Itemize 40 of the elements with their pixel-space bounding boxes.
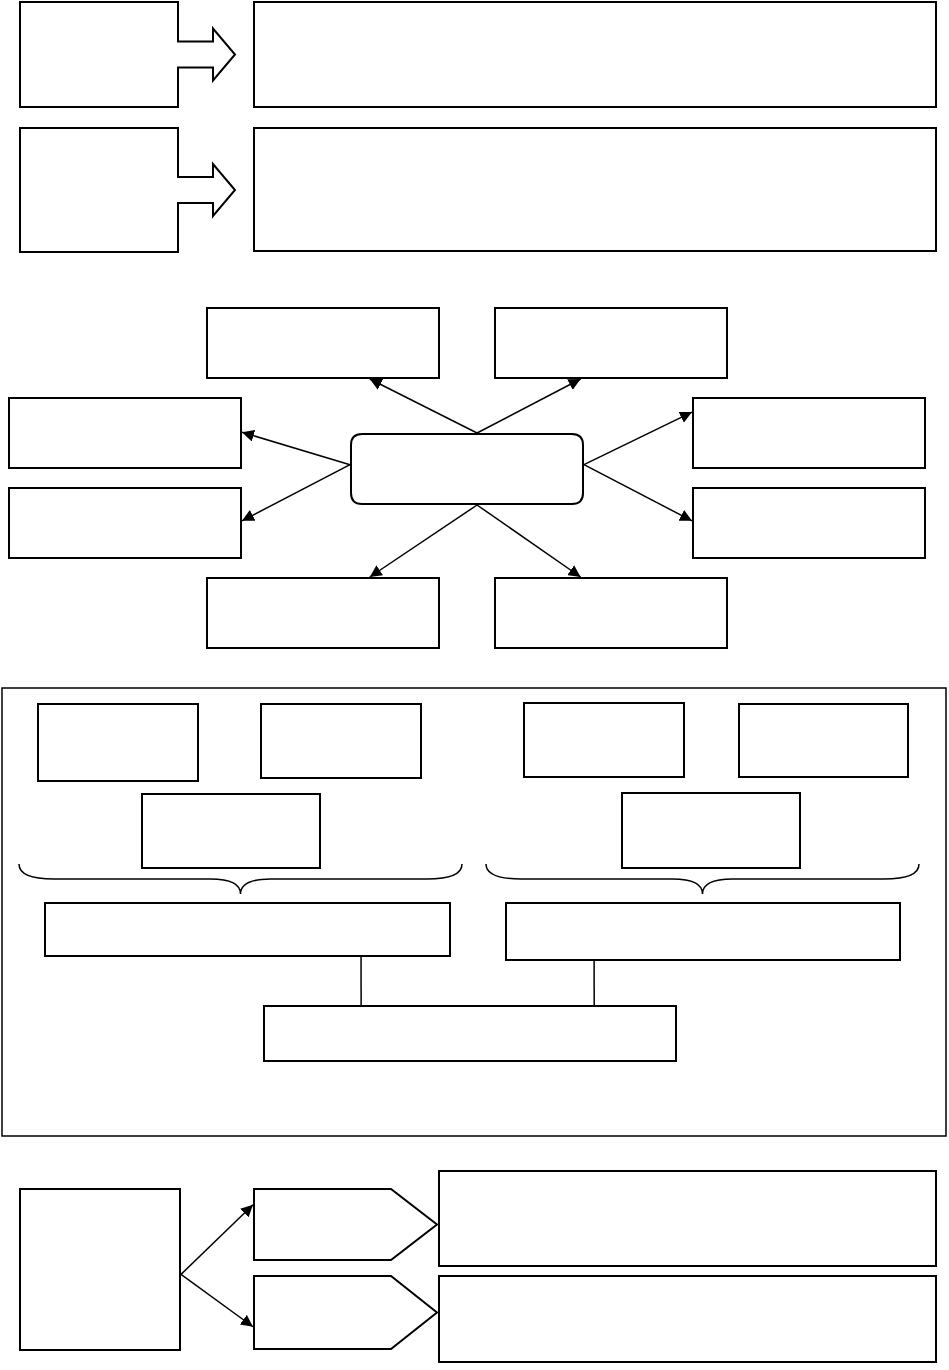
- arrow: [476, 378, 582, 434]
- empty-box: [523, 702, 685, 778]
- empty-box: [253, 1, 937, 108]
- empty-box: [263, 1005, 677, 1062]
- arrow: [583, 463, 693, 522]
- connector-line: [360, 956, 362, 1006]
- arrow: [180, 1204, 254, 1276]
- empty-box: [692, 397, 926, 469]
- arrow: [369, 378, 478, 434]
- arrow: [241, 463, 351, 522]
- empty-box: [19, 1188, 181, 1351]
- arrow: [180, 1273, 254, 1328]
- arrow-callout-box: [19, 127, 236, 253]
- empty-box: [692, 487, 926, 559]
- arrow: [476, 504, 582, 578]
- arrow-callout-box: [19, 1, 236, 108]
- empty-box: [206, 307, 440, 379]
- empty-box: [438, 1170, 937, 1267]
- empty-box: [494, 577, 728, 649]
- empty-box: [44, 902, 451, 957]
- empty-box: [253, 127, 937, 252]
- empty-box: [738, 703, 909, 778]
- empty-box: [494, 307, 728, 379]
- empty-box: [8, 397, 242, 469]
- pentagon-tag: [253, 1188, 438, 1261]
- empty-box: [505, 902, 901, 961]
- arrow: [241, 430, 351, 466]
- empty-box: [260, 703, 422, 779]
- pentagon-tag: [253, 1275, 438, 1350]
- empty-box: [37, 703, 199, 782]
- empty-box: [8, 487, 242, 559]
- connector-line: [593, 960, 595, 1006]
- group-frame: [1, 687, 947, 1137]
- empty-box: [141, 793, 321, 869]
- empty-box: [621, 792, 801, 869]
- arrow: [583, 411, 693, 466]
- arrow: [369, 504, 478, 578]
- empty-box: [350, 433, 584, 505]
- empty-box: [438, 1275, 937, 1363]
- empty-box: [206, 577, 440, 649]
